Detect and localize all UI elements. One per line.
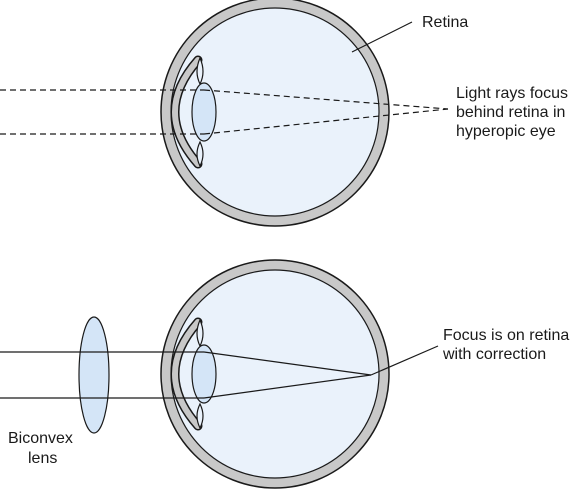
bottom-eye-iris-lower <box>196 402 204 430</box>
top-eye-cornea-fill <box>172 57 201 167</box>
top-eye <box>160 0 390 227</box>
bottom-ray-lower-refracted <box>203 374 372 399</box>
bottom-eye-cornea-fill <box>172 319 201 429</box>
label-top-focus-line-2: behind retina in <box>456 104 565 121</box>
top-eye-lens <box>191 82 217 142</box>
label-top-focus-line-1: Light rays focus <box>456 85 568 102</box>
top-ray-lower-refracted <box>203 108 449 135</box>
bottom-eye <box>160 259 390 489</box>
top-eye-iris-lower <box>196 140 204 168</box>
label-retina: Retina <box>422 14 468 31</box>
retina-leader-line <box>351 21 413 53</box>
biconvex-lens <box>78 316 110 434</box>
label-top-focus-line-3: hyperopic eye <box>456 123 556 140</box>
label-bottom-focus-line-2: with correction <box>442 346 546 363</box>
top-ray-upper-refracted <box>203 89 449 110</box>
bottom-ray-upper-refracted <box>203 351 372 376</box>
label-bottom-focus-line-1: Focus is on retina <box>443 327 569 344</box>
label-lens-line-1: Biconvex <box>8 430 73 447</box>
label-lens-line-2: lens <box>28 450 57 467</box>
bottom-light-rays <box>0 351 372 399</box>
focus-leader-line <box>370 345 439 376</box>
top-light-rays <box>0 89 449 135</box>
bottom-eye-lens <box>191 344 217 404</box>
